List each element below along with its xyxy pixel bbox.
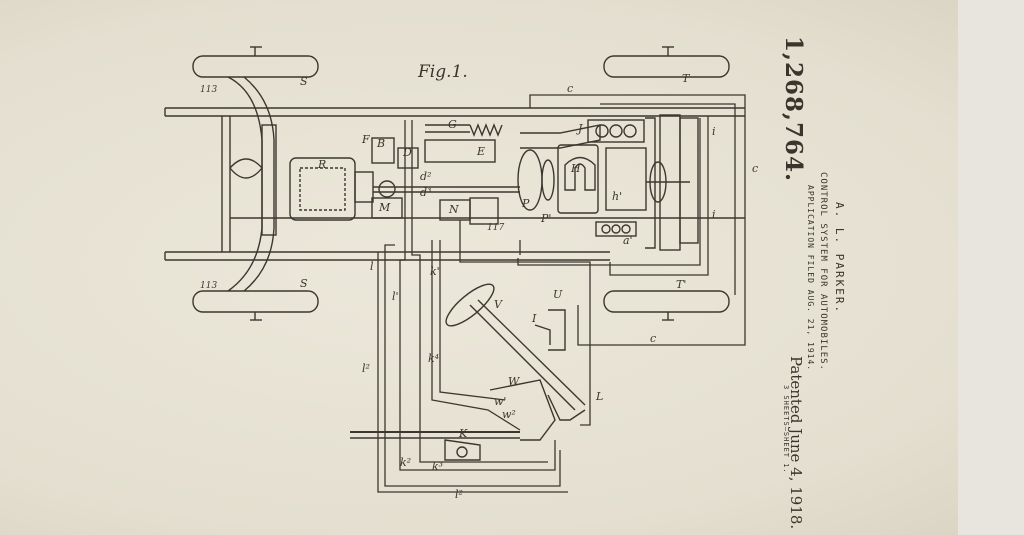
ref-label: c [567, 82, 573, 95]
ref-label: 113 [200, 85, 217, 95]
ref-label: i [712, 125, 716, 138]
ref-label: l' [392, 290, 399, 303]
ref-label: a' [623, 234, 633, 247]
ref-label: T' [676, 278, 686, 291]
chassis-frame [164, 107, 745, 261]
ref-label: k' [430, 265, 440, 278]
front-axle [227, 76, 277, 292]
ref-label: U [553, 288, 563, 301]
inventor-name: A. L. PARKER. [833, 202, 846, 315]
battery-A [595, 221, 637, 237]
ref-label: L [595, 390, 603, 403]
steering-column [445, 283, 586, 411]
ref-label: V [494, 298, 503, 311]
ref-label: d³ [420, 186, 431, 199]
ref-label: 113 [200, 281, 217, 291]
page-margin [958, 0, 1024, 535]
ref-label: c [650, 332, 656, 345]
front-right-wheel [192, 290, 319, 313]
ref-label: l² [362, 362, 370, 375]
ref-label: T [682, 72, 691, 85]
ref-label: l [370, 260, 374, 273]
figure-label: Fig.1. [418, 62, 468, 82]
patent-title: CONTROL SYSTEM FOR AUTOMOBILES. [818, 172, 828, 371]
ref-label: W [508, 375, 521, 388]
ref-label: l² [455, 488, 463, 501]
pedal-assembly [350, 379, 586, 461]
ref-label: k³ [432, 460, 443, 473]
ref-label: G [448, 118, 457, 131]
battery-J [587, 119, 645, 143]
ref-label: K [458, 427, 468, 440]
unit-B [371, 137, 395, 164]
ref-label: k⁴ [428, 352, 439, 365]
ref-label: k² [400, 456, 411, 469]
ref-label: w' [494, 395, 506, 408]
ref-label: P [521, 197, 530, 210]
application-filed: APPLICATION FILED AUG. 21, 1914. [806, 185, 815, 372]
ref-label: P' [540, 212, 551, 225]
ref-label: w² [502, 408, 516, 421]
ref-label: S [300, 75, 308, 88]
unit-M [371, 197, 403, 219]
unit-D [397, 147, 419, 169]
unit-E [424, 139, 496, 163]
sheet-count: 3 SHEETS—SHEET 1. [782, 385, 790, 474]
patent-number: 1,268,764. [780, 36, 807, 183]
ref-label: S [300, 277, 308, 290]
ref-label: h' [612, 190, 622, 203]
ref-label: d² [420, 170, 431, 183]
transmission-H [557, 144, 599, 214]
spring-G [469, 123, 503, 137]
ref-label: 117 [487, 223, 504, 233]
rear-right-wheel [603, 290, 730, 313]
ref-label: D [402, 146, 412, 159]
rear-left-wheel [603, 55, 730, 78]
differential-K [605, 147, 647, 211]
ref-label: N [448, 203, 459, 216]
control-conduits [377, 94, 746, 493]
ref-label: R [317, 158, 326, 171]
ref-label: E [476, 145, 485, 158]
ref-label: I [531, 312, 537, 325]
ref-label: M [378, 201, 391, 214]
ref-label: c [752, 162, 758, 175]
ref-label: J [576, 122, 583, 135]
front-left-wheel [192, 55, 319, 78]
ref-label: B [376, 137, 385, 150]
ref-label: H [570, 162, 581, 175]
ref-label: F [361, 133, 370, 146]
ref-label: i [712, 208, 716, 221]
